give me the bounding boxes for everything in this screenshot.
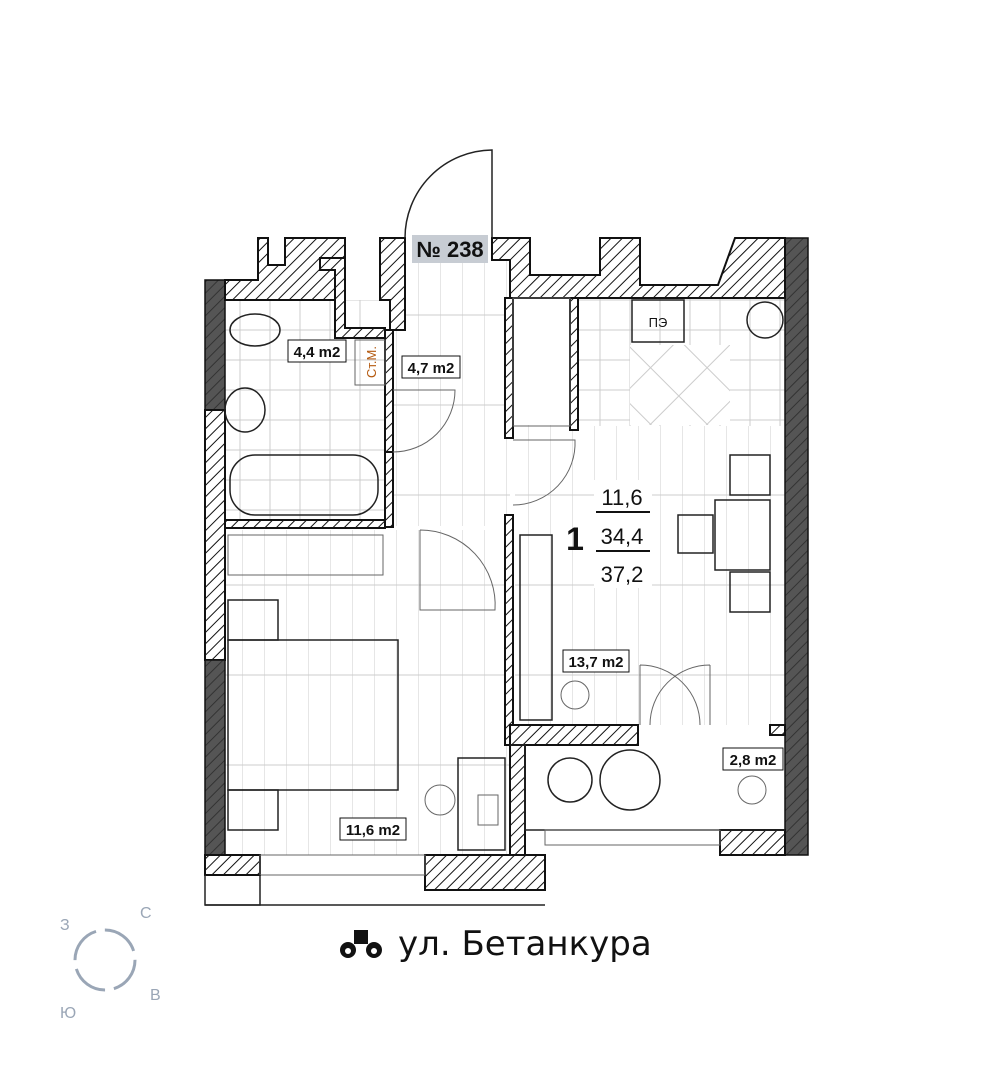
total-area: 34,4 [601,524,644,549]
area-with-balcony: 37,2 [601,562,644,587]
plant-icon [560,680,590,710]
round-table-icon [599,749,661,811]
stove-icon [631,299,685,343]
stove-label: ПЭ [649,315,668,330]
bedroom-floor [225,530,510,855]
armchair-icon [547,757,593,803]
chair-icon [729,571,771,613]
furniture [224,297,784,851]
hallway-area: 4,7 m2 [408,360,455,377]
bed-icon [227,639,399,791]
dining-table [714,499,771,571]
sink-icon [224,387,266,433]
kitchen-diamond-tiles [630,345,730,425]
walls [204,237,809,906]
bathtub-icon [229,454,379,516]
compass: З С В Ю [60,905,161,1022]
doors [392,149,711,726]
chair-icon [677,514,714,554]
desk [457,757,506,851]
living-door[interactable] [512,439,576,506]
desk-chair-icon [424,784,456,816]
bedroom-area: 11,6 m2 [346,822,400,839]
riser-label: Ст.М. [364,346,379,378]
compass-south: Ю [60,1005,76,1022]
wardrobe [512,297,571,427]
balcony-door[interactable] [639,664,711,726]
bathroom-door[interactable] [392,389,456,453]
plant-icon [737,775,767,805]
entrance-door[interactable] [404,149,493,239]
compass-west: З [60,917,70,934]
compass-east: В [150,987,161,1004]
riser-box [354,339,386,386]
kitchen-sink-icon [746,301,784,339]
floors [225,258,785,855]
laptop-icon [477,794,499,826]
tv-cabinet [519,534,553,721]
street-label: ул. Бетанкура [398,924,652,964]
bedroom-wardrobe [227,534,384,576]
compass-north: С [140,905,152,922]
compass-ring-icon [73,928,137,992]
bedroom-door[interactable] [419,529,496,611]
living-room-area: 13,7 m2 [568,654,623,671]
apartment-number: № 238 [416,237,483,262]
chair-icon [729,454,771,496]
bathroom-area: 4,4 m2 [294,344,341,361]
rooms-count: 1 [566,521,584,557]
hallway-floor [390,258,510,526]
binoculars-icon [340,930,382,958]
balcony-area: 2,8 m2 [730,752,777,769]
toilet-icon [229,313,281,347]
nightstand [227,789,279,831]
living-area: 11,6 [601,485,642,510]
apartment-number-badge [412,235,488,263]
